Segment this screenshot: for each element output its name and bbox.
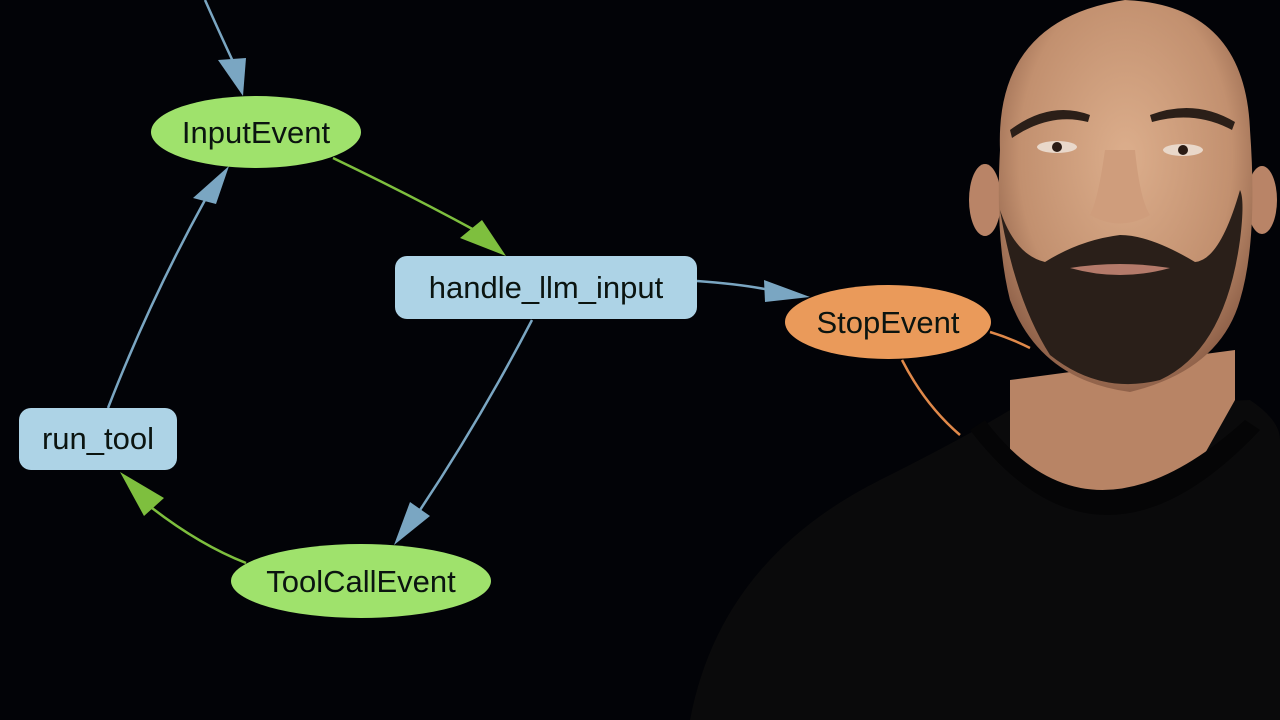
- presenter-ear-left: [969, 164, 1001, 236]
- node-run-tool[interactable]: run_tool: [19, 408, 177, 470]
- presenter-eyebrow-left: [1010, 110, 1090, 138]
- edge-stopevent-out-2: [989, 330, 1031, 350]
- presenter-nose: [1090, 150, 1150, 224]
- edge-inputevent-to-handle: [332, 156, 479, 234]
- edge-stopevent-out-1: [900, 359, 961, 436]
- arrowhead-icon: [764, 280, 810, 302]
- edge-runtool-to-inputevent: [106, 199, 207, 409]
- presenter-lips: [1070, 264, 1170, 275]
- edge-handle-to-toolcallevent: [418, 319, 534, 511]
- presenter-pupil-right: [1178, 145, 1188, 155]
- node-toolcallevent[interactable]: ToolCallEvent: [231, 544, 491, 618]
- arrowhead-icon: [394, 502, 430, 545]
- presenter-ear-right: [1247, 166, 1277, 234]
- presenter-beard: [1000, 190, 1243, 385]
- presenter-eyebrow-right: [1150, 107, 1235, 130]
- arrowhead-icon: [218, 58, 246, 96]
- node-label: StopEvent: [816, 305, 959, 340]
- arrowhead-icon: [460, 220, 506, 256]
- node-handle-llm-input[interactable]: handle_llm_input: [395, 256, 697, 319]
- presenter-collar: [970, 420, 1260, 515]
- arrowhead-icon: [193, 166, 229, 204]
- presenter-video-overlay: [690, 0, 1280, 720]
- presenter-pupil-left: [1052, 142, 1062, 152]
- node-label: handle_llm_input: [429, 270, 664, 305]
- arrowhead-icon: [120, 472, 164, 516]
- edge-handle-to-stopevent: [696, 279, 771, 292]
- node-stopevent[interactable]: StopEvent: [785, 285, 991, 359]
- edge-toolcallevent-to-runtool: [151, 507, 247, 565]
- node-label: InputEvent: [182, 115, 331, 150]
- node-label: run_tool: [42, 421, 154, 456]
- edges: [106, 0, 1031, 565]
- node-label: ToolCallEvent: [266, 564, 456, 599]
- node-inputevent[interactable]: InputEvent: [151, 96, 361, 168]
